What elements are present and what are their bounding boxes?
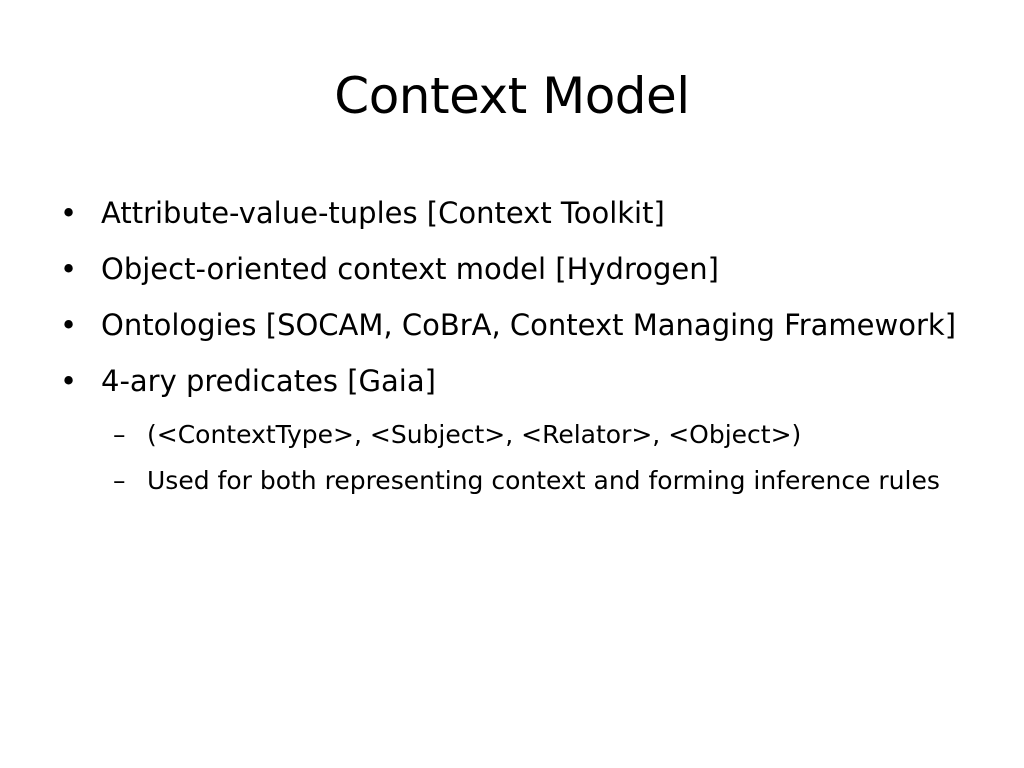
bullet-marker: • xyxy=(60,252,78,286)
bullet-item: • Attribute-value-tuples [Context Toolki… xyxy=(60,190,960,236)
sub-bullet-text: (<ContextType>, <Subject>, <Relator>, <O… xyxy=(147,420,802,449)
bullet-text: Attribute-value-tuples [Context Toolkit] xyxy=(101,196,665,230)
bullet-text: Ontologies [SOCAM, CoBrA, Context Managi… xyxy=(101,308,957,342)
slide-title: Context Model xyxy=(334,67,690,125)
sub-bullet-item: – Used for both representing context and… xyxy=(101,460,960,502)
bullet-marker: • xyxy=(60,364,78,398)
sub-bullet-list: – (<ContextType>, <Subject>, <Relator>, … xyxy=(60,414,960,502)
bullet-item: • Object-oriented context model [Hydroge… xyxy=(60,246,960,292)
bullet-text: 4-ary predicates [Gaia] xyxy=(101,364,436,398)
sub-bullet-marker: – xyxy=(113,466,126,495)
bullet-marker: • xyxy=(60,196,78,230)
sub-bullet-item: – (<ContextType>, <Subject>, <Relator>, … xyxy=(101,414,960,456)
bullet-item: • Ontologies [SOCAM, CoBrA, Context Mana… xyxy=(60,302,960,348)
bullet-item: • 4-ary predicates [Gaia] xyxy=(60,358,960,404)
bullet-marker: • xyxy=(60,308,78,342)
sub-bullet-marker: – xyxy=(113,420,126,449)
bullet-list: • Attribute-value-tuples [Context Toolki… xyxy=(60,190,960,506)
bullet-text: Object-oriented context model [Hydrogen] xyxy=(101,252,719,286)
sub-bullet-text: Used for both representing context and f… xyxy=(147,466,940,495)
